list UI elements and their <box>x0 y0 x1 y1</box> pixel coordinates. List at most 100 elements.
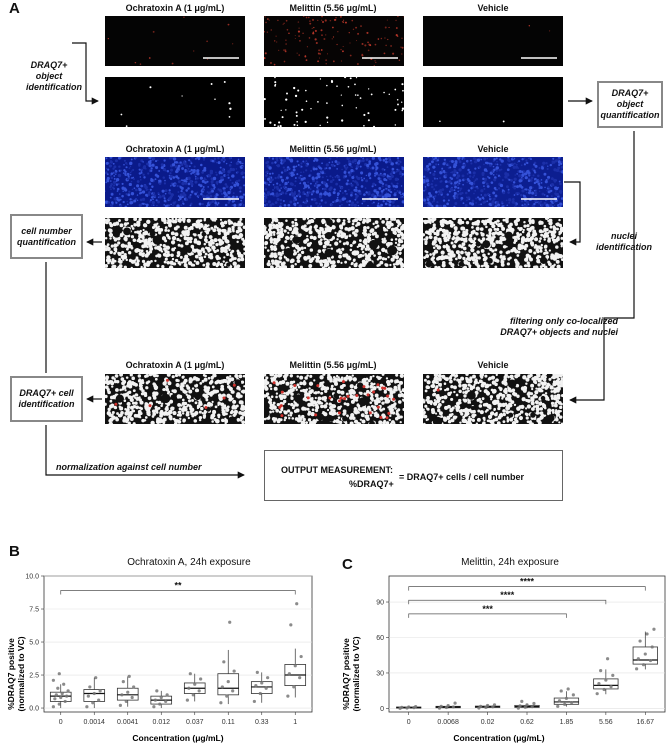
column-title-vehicle-2: Vehicle <box>477 144 509 154</box>
chart-c-xtick-label-6: 16.67 <box>637 719 655 726</box>
chart-c-point-3-6 <box>520 699 524 703</box>
chart-c-point-5-1 <box>602 687 606 692</box>
chart-c-point-2-3 <box>479 704 483 708</box>
chart-b-point-7-3 <box>287 672 291 676</box>
chart-b-point-6-5 <box>266 676 270 680</box>
chart-b-point-1-4 <box>92 691 96 696</box>
micrograph-draq7-objects-vehicle <box>423 77 563 127</box>
chart-b-point-4-1 <box>191 693 195 697</box>
chart-c-point-5-3 <box>597 682 601 686</box>
micrograph-draq7-objects-ochratoxin <box>105 77 245 127</box>
arrow-from-nuclei-to-mask <box>564 181 581 246</box>
chart-c-point-5-5 <box>611 673 615 677</box>
chart-b-point-4-5 <box>199 677 203 681</box>
chart-b-point-5-6 <box>222 660 226 664</box>
micrograph-draq7-objects-melittin <box>264 77 404 127</box>
chart-b-point-3-6 <box>155 689 159 693</box>
chart-b-ytick-label-4: 10.0 <box>25 574 39 581</box>
micrograph-nuclei-mask-melittin <box>264 218 404 268</box>
chart-c-point-5-0 <box>595 692 599 696</box>
label-filtering: filtering only co-localized DRAQ7+ objec… <box>500 316 618 337</box>
chart-b-point-1-0 <box>85 705 89 709</box>
micrograph-nuclei-mask-ochratoxin <box>105 218 245 268</box>
chart-c-point-4-7 <box>566 687 570 691</box>
chart-b-point-5-4 <box>226 680 230 684</box>
chart-c-xtick-label-4: 1.85 <box>560 719 574 726</box>
chart-b-sig-bracket-0 <box>60 590 296 595</box>
output-formula: = DRAQ7+ cells / cell number <box>399 472 525 482</box>
chart-c-title: Melittin, 24h exposure <box>461 557 559 568</box>
chart-b-point-0-11 <box>51 678 55 682</box>
chart-b-point-1-6 <box>88 685 92 689</box>
chart-b-point-0-1 <box>57 702 61 706</box>
column-title-melittin: Melittin (5.56 μg/mL) <box>289 3 377 13</box>
box-draq7-cell-identification: DRAQ7+ cell identification <box>10 376 83 422</box>
chart-c-melittin: %DRAQ7 positive (normalized to VC) Conce… <box>341 575 666 743</box>
chart-b-ytick-label-3: 7.5 <box>29 607 39 614</box>
chart-c-point-5-7 <box>605 657 610 661</box>
chart-b-point-7-6 <box>289 623 293 627</box>
chart-b-point-1-5 <box>98 689 102 693</box>
micrograph-colocalized-ochratoxin <box>105 374 245 424</box>
chart-b-point-0-8 <box>66 689 70 693</box>
arrow-to-nuclei-identification <box>569 131 635 404</box>
chart-b-point-7-1 <box>292 685 296 689</box>
box-draq7-object-quantification: DRAQ7+ object quantification <box>597 81 663 128</box>
label-nuclei-identification: nuclei identification <box>596 231 652 252</box>
chart-b-xtick-label-4: 0.037 <box>186 719 204 726</box>
chart-b-point-0-3 <box>53 697 57 701</box>
chart-c-xtick-label-3: 0.62 <box>520 719 534 726</box>
chart-c-point-6-7 <box>645 632 649 636</box>
box-cell-number-quantification: cell number quantification <box>10 214 83 259</box>
chart-b-xtick-label-7: 1 <box>293 719 297 726</box>
chart-b-box-2 <box>116 687 139 701</box>
micrograph-nuclei-ochratoxin <box>105 157 245 207</box>
chart-c-sig-label-2: **** <box>520 577 535 587</box>
chart-c-point-0-4 <box>407 705 411 709</box>
chart-b-sig-label-0: ** <box>174 581 182 591</box>
output-title: OUTPUT MEASUREMENT: <box>281 465 393 475</box>
chart-c-point-4-6 <box>559 689 563 693</box>
micrograph-nuclei-melittin <box>264 157 404 207</box>
micrograph-draq7-melittin <box>264 16 404 66</box>
chart-c-sig-bracket-1 <box>408 599 607 605</box>
column-title-ochratoxin-3: Ochratoxin A (1 μg/mL) <box>125 360 225 370</box>
chart-c-point-5-4 <box>604 678 608 682</box>
chart-c-point-6-5 <box>650 645 654 649</box>
chart-c-point-0-5 <box>414 704 418 709</box>
column-title-vehicle-3: Vehicle <box>477 360 509 370</box>
chart-b-box-1 <box>83 689 106 702</box>
chart-b-point-3-1 <box>158 702 162 706</box>
chart-b-point-4-3 <box>187 686 191 690</box>
chart-b-point-4-2 <box>197 689 201 693</box>
chart-b-point-7-0 <box>286 694 290 698</box>
label-normalization: normalization against cell number <box>56 462 202 472</box>
chart-c-ytick-label-0: 0 <box>380 706 384 713</box>
chart-b-xtick-label-1: 0.0014 <box>84 719 106 726</box>
chart-b-ytick-label-1: 2.5 <box>29 673 39 680</box>
chart-b-point-2-7 <box>127 674 131 678</box>
chart-c-ylabel-2: (normalized to VC) <box>351 636 361 711</box>
chart-b-ylabel-1: %DRAQ7 positive <box>6 638 16 710</box>
chart-b-point-0-2 <box>63 699 67 704</box>
chart-c-ylabel-1: %DRAQ7 positive <box>341 638 351 710</box>
chart-c-point-4-2 <box>570 700 574 705</box>
micrograph-colocalized-melittin <box>264 374 404 424</box>
chart-c-point-2-5 <box>492 703 497 707</box>
chart-c-point-2-4 <box>485 703 490 708</box>
chart-c-point-3-0 <box>516 706 520 710</box>
chart-c-point-5-6 <box>599 669 603 673</box>
chart-b-point-5-0 <box>219 701 223 705</box>
output-measurement-box: OUTPUT MEASUREMENT: %DRAQ7+ = DRAQ7+ cel… <box>264 450 563 501</box>
chart-b-point-6-1 <box>258 691 262 696</box>
chart-b-point-6-6 <box>255 670 259 674</box>
chart-c-point-3-1 <box>523 705 527 709</box>
chart-b-point-1-1 <box>91 701 95 705</box>
chart-c-sig-label-1: **** <box>500 590 515 600</box>
chart-b-xtick-label-0: 0 <box>59 719 63 726</box>
column-title-melittin-3: Melittin (5.56 μg/mL) <box>289 360 377 370</box>
chart-c-point-1-2 <box>451 705 455 709</box>
chart-c-point-1-4 <box>446 704 450 708</box>
chart-b-point-5-2 <box>231 689 235 693</box>
